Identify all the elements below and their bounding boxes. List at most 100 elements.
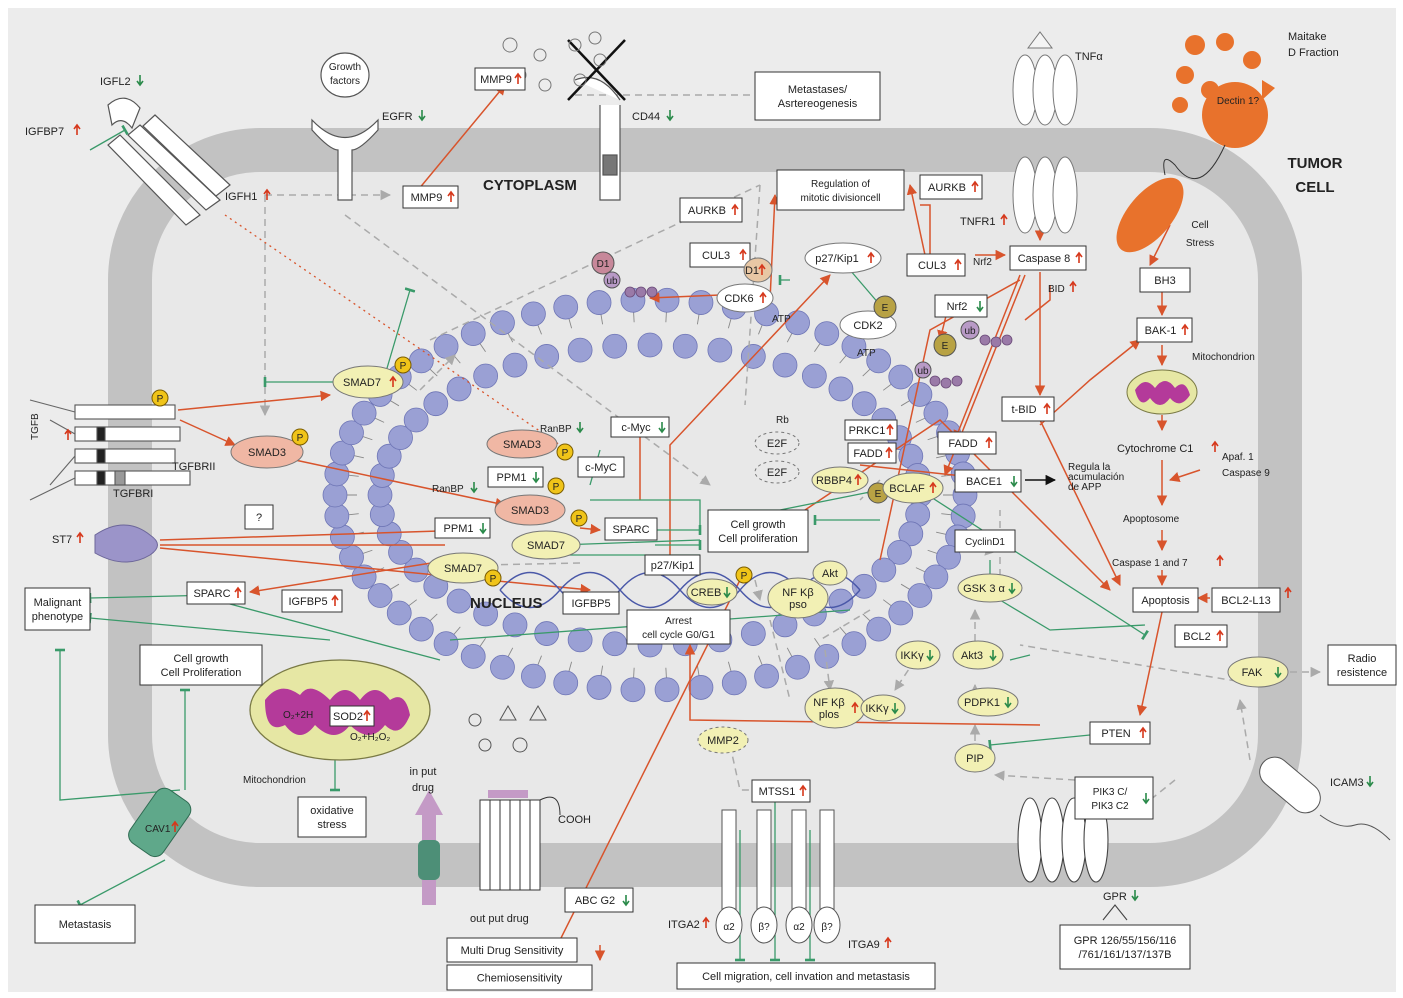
radio-line: resistence [1337, 667, 1387, 679]
e-text: E [882, 303, 889, 314]
down-arrow-icon [658, 422, 666, 434]
metastases-line: Asrtereogenesis [778, 98, 858, 110]
cell-growth-out-box [139, 644, 263, 686]
nuclear-envelope-bead [841, 631, 867, 657]
down-arrow-icon [418, 110, 426, 122]
cell-growth-in-box [707, 509, 809, 553]
ranbp-a-label: RanBP [540, 424, 572, 435]
cell-growth-in-line: Cell proliferation [718, 533, 797, 545]
cmyc-b-box [577, 456, 625, 478]
ppm1-a-box [487, 466, 544, 488]
multi-drug-text: Multi Drug Sensitivity [461, 945, 564, 957]
nuclear-envelope-bead [460, 643, 486, 669]
nuclear-envelope-bead [907, 583, 933, 608]
up-arrow-icon [867, 251, 875, 263]
smad3-b-node [494, 494, 566, 526]
bace1-box [954, 469, 1022, 493]
akt3-text: Akt3 [961, 650, 983, 662]
up-arrow-icon [1284, 586, 1292, 598]
nuclear-envelope-bead [721, 670, 747, 696]
tbid-text: t-BID [1011, 404, 1036, 416]
mito-right-label: Mitochondrion [1192, 352, 1255, 363]
integrin-receptors [715, 809, 841, 944]
up-arrow-icon [884, 936, 892, 948]
phosphate-label: P [490, 574, 497, 585]
caspase8-box [1009, 245, 1087, 271]
mtss1-box [751, 779, 811, 803]
p27-top-node [804, 242, 882, 274]
mmp9-out-text: MMP9 [480, 74, 512, 86]
up-arrow-icon [954, 258, 962, 270]
pip-text: PIP [966, 753, 984, 765]
tnfr1-label: TNFR1 [960, 216, 995, 228]
up-arrow-icon [263, 188, 271, 200]
ppm1-b-text: PPM1 [444, 523, 474, 535]
mmp2-text: MMP2 [707, 735, 739, 747]
apaf-line: Caspase 9 [1222, 468, 1270, 479]
akt-node [812, 560, 848, 586]
igfl2-label: IGFL2 [100, 76, 131, 88]
oxidative-box [297, 796, 367, 838]
regula-line: acumulación [1068, 472, 1124, 483]
nuclear-envelope-bead [785, 654, 810, 680]
ppm1-a-text: PPM1 [497, 472, 527, 484]
e2f-a-text: E2F [767, 438, 787, 450]
e2f-b-text: E2F [767, 467, 787, 479]
nucleus-title: NUCLEUS [470, 595, 543, 612]
alpha2-label: α2 [723, 922, 735, 933]
gpr-receptor [1017, 797, 1128, 921]
nuclear-envelope-bead [534, 344, 560, 369]
nuclear-envelope-bead [322, 482, 348, 508]
phosphate-label: P [562, 448, 569, 459]
nuclear-envelope-bead [907, 382, 933, 407]
nuclear-envelope-bead [502, 612, 528, 638]
nuclear-envelope-bead [567, 337, 593, 363]
nuclear-envelope-bead [654, 677, 680, 703]
cul3-left-box [689, 242, 751, 268]
cav1-shape [128, 787, 192, 858]
up-arrow-icon [1216, 554, 1224, 566]
bak1-box [1136, 317, 1193, 343]
egfr-label: EGFR [382, 111, 413, 123]
mtss1-text: MTSS1 [759, 786, 796, 798]
prkc1-text: PRKC1 [849, 425, 886, 437]
dectin-receptor [1116, 177, 1184, 253]
nuclear-envelope-bead [707, 337, 733, 363]
nfkb-pso-line: NF Kβ [782, 587, 813, 599]
gpr-list-line: /761/161/137/137B [1079, 949, 1172, 961]
tgfb-label: TGFB [30, 413, 41, 440]
up-arrow-icon [854, 473, 862, 485]
cyclind1-box [954, 529, 1016, 553]
bcl2-text: BCL2 [1183, 631, 1211, 643]
aurkb-left-text: AURKB [688, 205, 726, 217]
nuclear-envelope-bead [367, 583, 393, 608]
caspase17-label: Caspase 1 and 7 [1112, 558, 1188, 569]
st7-label: ST7 [52, 534, 72, 546]
pten-box [1089, 721, 1151, 745]
nuclear-envelope-bead [888, 600, 914, 626]
bh3-box [1139, 267, 1191, 293]
nuclear-envelope-bead [408, 616, 434, 642]
sparc-in-box [604, 517, 658, 541]
igfbp5-in-box [562, 591, 620, 615]
nuclear-envelope-bead [688, 290, 714, 315]
bace1-text: BACE1 [966, 476, 1002, 488]
nuclear-envelope-bead [473, 601, 499, 627]
nrf2-box-text: Nrf2 [947, 301, 968, 313]
input-drug-line: drug [412, 782, 434, 794]
down-arrow-icon [576, 422, 584, 434]
tnfa-label: TNFα [1075, 51, 1103, 63]
down-arrow-icon [479, 523, 487, 535]
up-arrow-icon [731, 203, 739, 215]
cell-migration-box [676, 962, 936, 990]
p27-top-text: p27/Kip1 [815, 253, 858, 265]
nuclear-envelope-bead [490, 654, 515, 680]
ikky-in-text: IKKγ [865, 703, 889, 715]
st7-shape [94, 524, 158, 563]
tgfbrii-label: TGFBRII [172, 461, 215, 473]
ranbp-b-label: RanBP [432, 484, 464, 495]
